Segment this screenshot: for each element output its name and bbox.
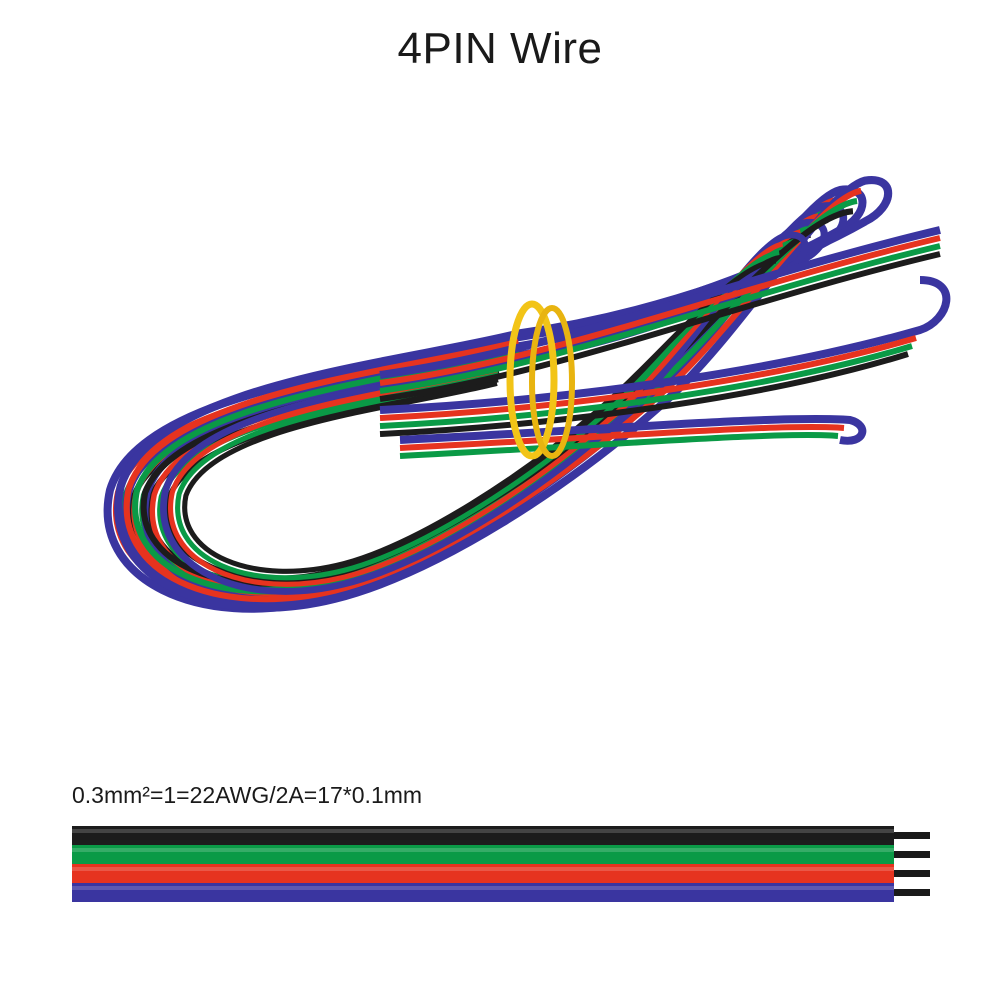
page-title: 4PIN Wire xyxy=(397,24,603,73)
wire-spec-label: 0.3mm²=1=22AWG/2A=17*0.1mm xyxy=(72,782,423,808)
wire-coil-icon xyxy=(80,160,951,660)
cable-tie-icon xyxy=(506,300,575,460)
wire-strip-icon xyxy=(72,826,930,902)
